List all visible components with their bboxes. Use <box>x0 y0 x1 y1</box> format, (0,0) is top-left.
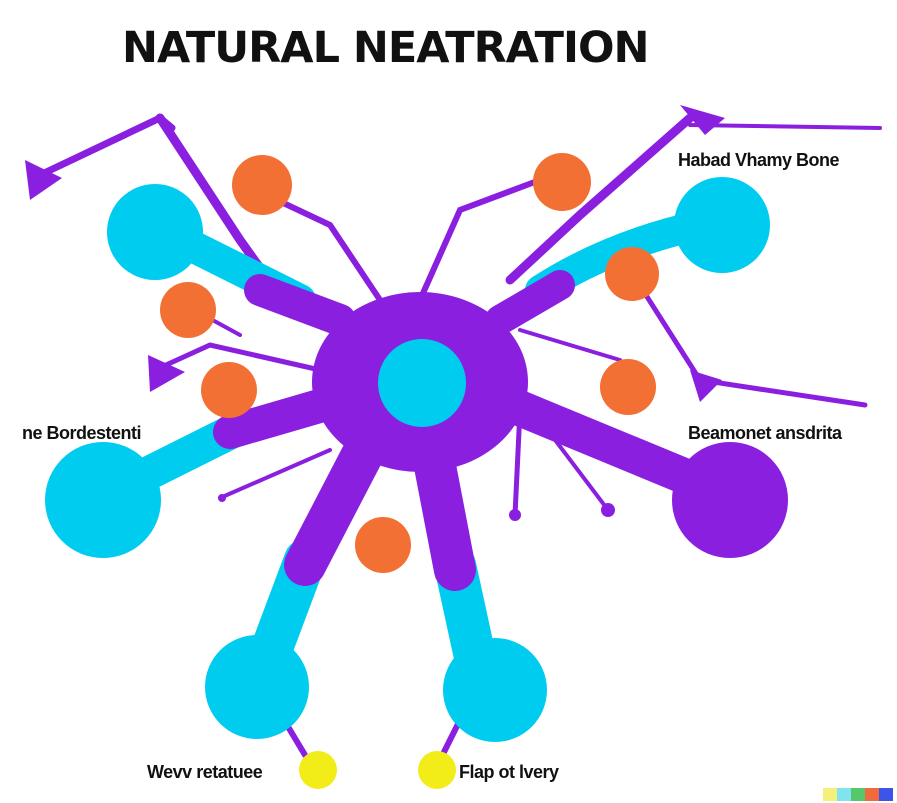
terminal-bottom-left <box>205 635 309 739</box>
label-right: Beamonet ansdrita <box>688 423 843 443</box>
nucleus <box>378 339 466 427</box>
orange-node-5 <box>201 362 257 418</box>
orange-node-2 <box>533 153 591 211</box>
orange-node-7 <box>355 517 411 573</box>
label-top-right: Habad Vhamy Bone <box>678 150 840 170</box>
watermark-swatches <box>823 788 893 801</box>
watermark-swatch-1 <box>823 788 837 801</box>
orange-node-1 <box>232 155 292 215</box>
orange-node-3 <box>605 247 659 301</box>
watermark-swatch-4 <box>865 788 879 801</box>
yellow-dot-right <box>418 751 456 789</box>
watermark-swatch-5 <box>879 788 893 801</box>
tip-lower-spike-1 <box>509 509 521 521</box>
label-bottom-right: Flap ot lvery <box>459 762 559 782</box>
terminal-top-right <box>674 177 770 273</box>
label-bottom-left: Wevv retatuee <box>147 762 263 782</box>
terminal-left <box>45 442 161 558</box>
watermark-swatch-3 <box>851 788 865 801</box>
terminal-bottom-right <box>443 638 547 742</box>
tip-lower-left-spike <box>218 494 226 502</box>
yellow-dot-left <box>299 751 337 789</box>
diagram-title: NATURAL NEATRATION <box>122 23 649 73</box>
label-left: ne Bordestenti <box>22 423 141 443</box>
terminal-top-left <box>107 184 203 280</box>
orange-node-4 <box>160 282 216 338</box>
watermark-swatch-2 <box>837 788 851 801</box>
orange-node-6 <box>600 359 656 415</box>
tip-lower-spike-2 <box>601 503 615 517</box>
terminal-right-purple <box>672 442 788 558</box>
